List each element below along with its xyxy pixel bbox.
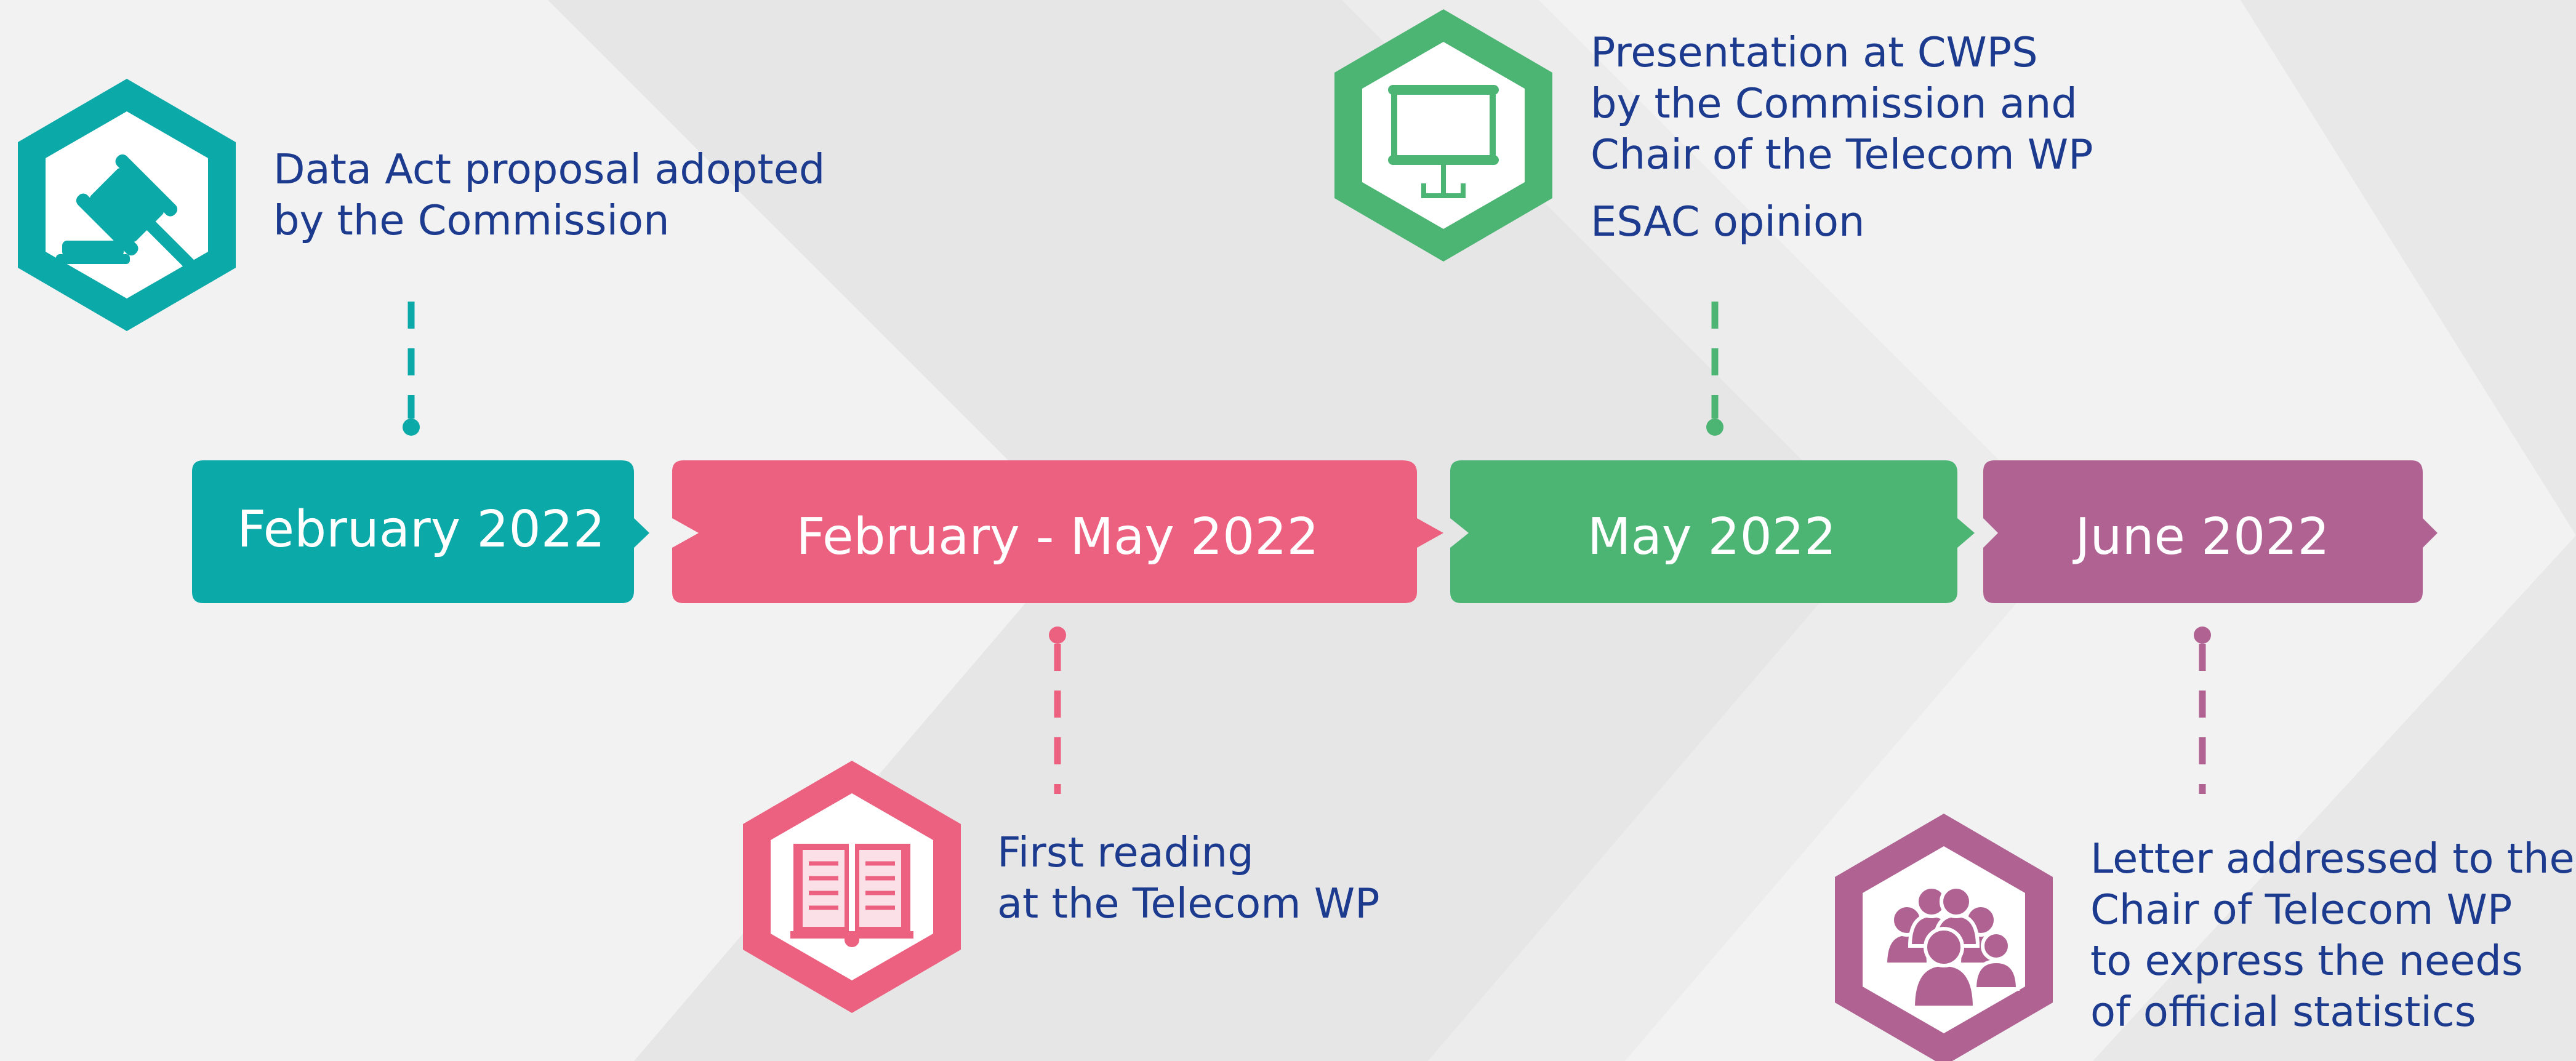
period-bar-shape <box>1983 460 2438 603</box>
note-line: to express the needs <box>2090 937 2523 985</box>
note-line: Chair of Telecom WP <box>2090 886 2513 934</box>
gavel-icon <box>56 154 196 271</box>
connector-june-2022 <box>2194 627 2211 794</box>
note-line: Data Act proposal adopted <box>273 145 825 193</box>
period-bar-may-2022: May 2022 <box>1450 460 1975 603</box>
note-line: by the Commission and <box>1591 79 2077 127</box>
people-group-icon <box>1883 885 2020 1009</box>
connector-february-2022 <box>403 302 420 436</box>
period-bar-shape <box>192 460 649 603</box>
note-february-may-2022: First reading at the Telecom WP <box>997 827 1380 929</box>
connector-may-2022 <box>1706 302 1723 436</box>
period-bar-february-2022: February 2022 <box>192 460 649 603</box>
period-bar-label: June 2022 <box>2072 508 2329 566</box>
period-bar-shape <box>1450 460 1975 603</box>
period-bar-february-may-2022: February - May 2022 <box>672 460 1443 603</box>
connector-dot <box>403 418 420 436</box>
note-may-2022: Presentation at CWPS by the Commission a… <box>1591 27 2093 247</box>
period-bar-label: February 2022 <box>237 500 605 559</box>
note-line: by the Commission <box>273 196 670 244</box>
connector-dot <box>1049 627 1066 644</box>
hexagon-badge-may-2022 <box>1334 9 1552 262</box>
note-february-2022: Data Act proposal adopted by the Commiss… <box>273 144 825 246</box>
background-chevron-band <box>2093 0 2576 1061</box>
note-june-2022: Letter addressed to the Chair of Telecom… <box>2090 833 2575 1038</box>
note-line: of official statistics <box>2090 988 2476 1036</box>
hexagon-badge-february-2022 <box>18 79 236 331</box>
note-line: Presentation at CWPS <box>1591 28 2038 76</box>
hexagon-badge-february-may-2022 <box>743 761 961 1013</box>
note-line: at the Telecom WP <box>997 879 1380 927</box>
presentation-screen-icon <box>1388 85 1499 198</box>
connector-february-may-2022 <box>1049 627 1066 794</box>
note-line: Letter addressed to the <box>2090 835 2575 883</box>
period-bar-june-2022: June 2022 <box>1983 460 2438 603</box>
note-line: First reading <box>997 828 1254 876</box>
period-bar-label: February - May 2022 <box>796 508 1318 566</box>
connector-dot <box>2194 627 2211 644</box>
note-line: Chair of the Telecom WP <box>1591 130 2093 178</box>
period-bar-label: May 2022 <box>1587 508 1836 566</box>
note-line-esac-opinion: ESAC opinion <box>1591 198 1865 246</box>
hexagon-badge-june-2022 <box>1835 814 2053 1061</box>
connector-dot <box>1706 418 1723 436</box>
period-bar-shape <box>672 460 1443 603</box>
open-book-icon <box>790 844 913 947</box>
